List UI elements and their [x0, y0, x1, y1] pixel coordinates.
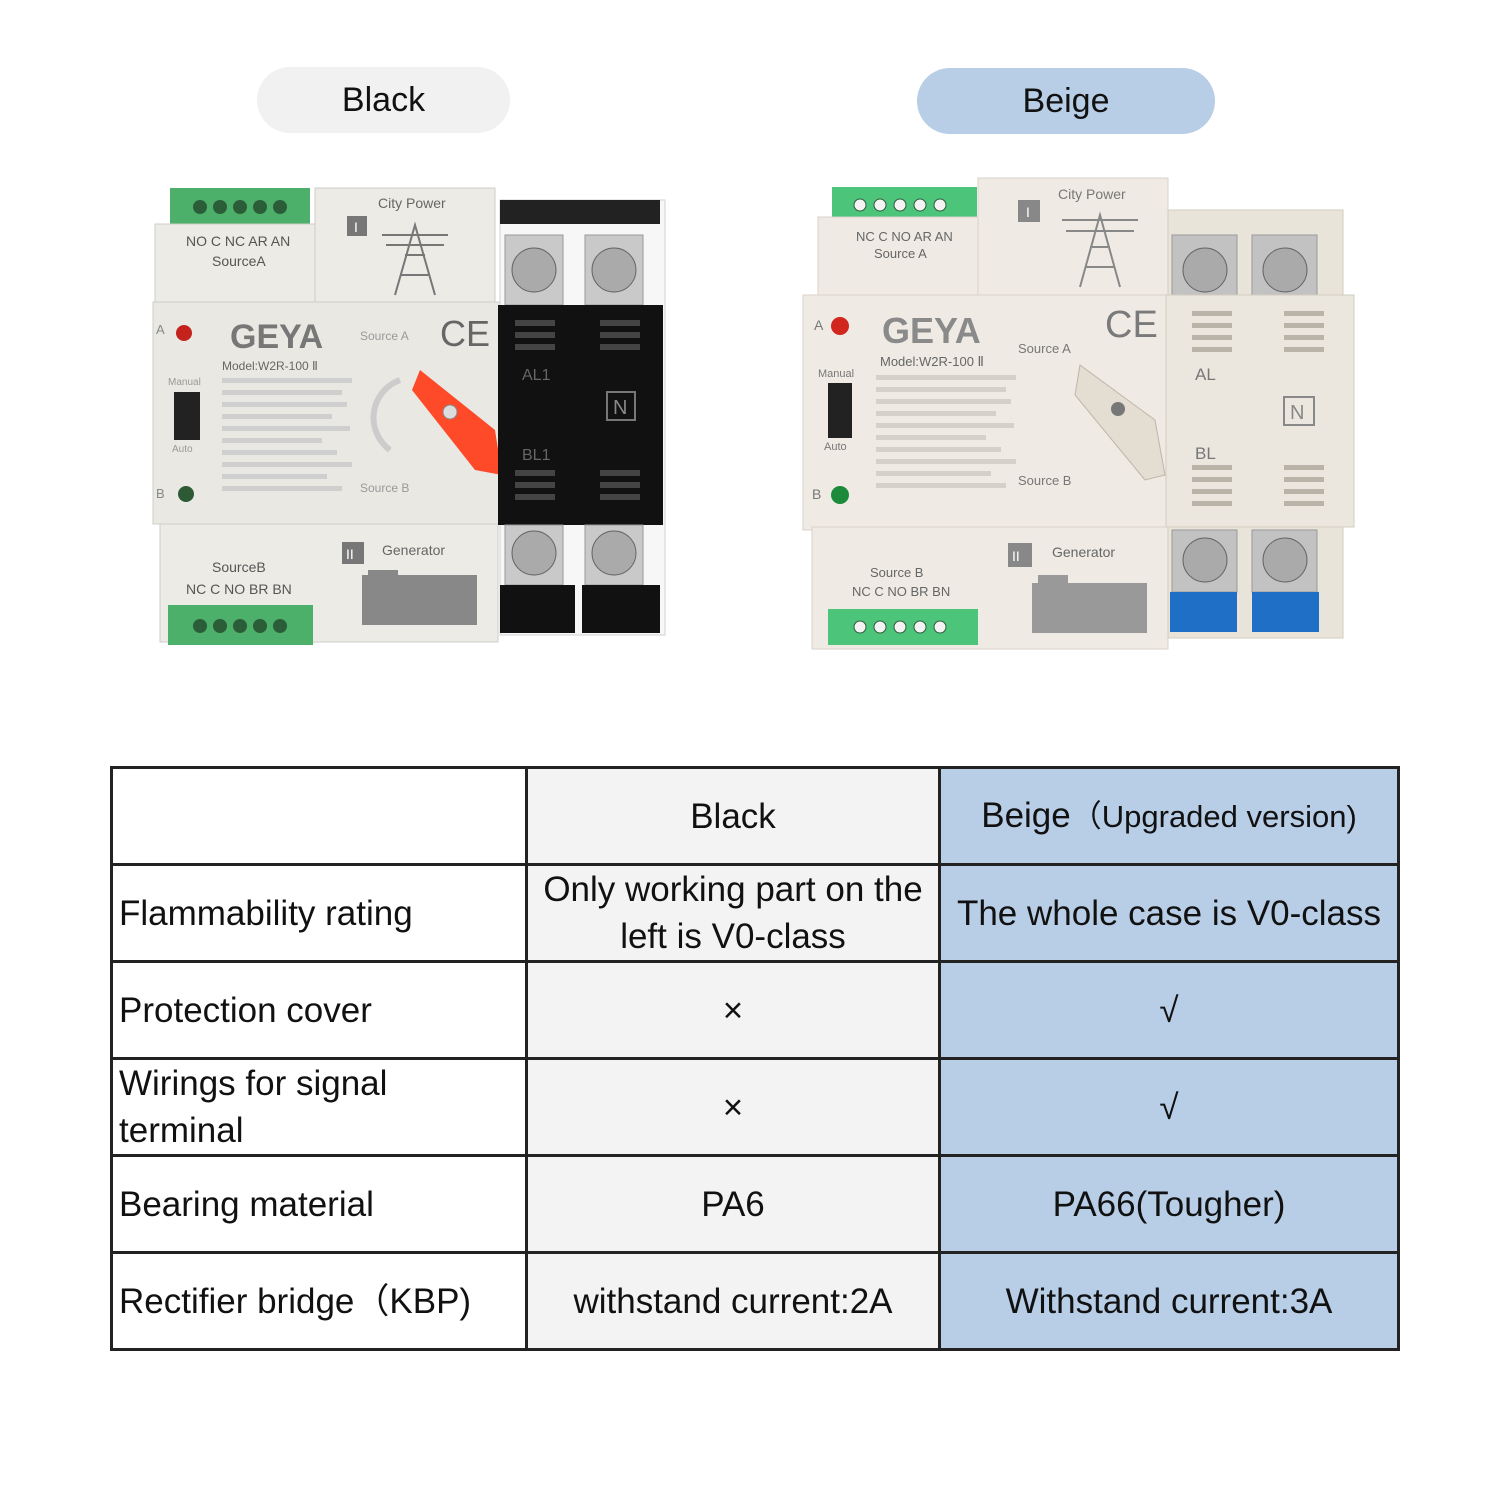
spec-text-block [876, 375, 1016, 488]
table-row: Rectifier bridge（KBP) withstand current:… [110, 1251, 1400, 1351]
row-label: Wirings for signal terminal [110, 1057, 528, 1157]
table-row: Flammability rating Only working part on… [110, 863, 1400, 963]
comparison-table: Black Beige（Upgraded version) Flammabili… [110, 766, 1400, 1351]
svg-text:Manual: Manual [168, 377, 201, 388]
phase-bl-label: BL [1195, 444, 1216, 463]
svg-text:A: A [156, 322, 165, 337]
table-row: Wirings for signal terminal × √ [110, 1057, 1400, 1157]
row-black-value: PA6 [525, 1154, 941, 1254]
switch-black-illustration: NO C NC AR AN SourceA City Power I A GEY… [152, 187, 666, 645]
phase-bl1-label: BL1 [522, 447, 551, 464]
terminal-labels-bottom: NC C NO BR BN [186, 581, 292, 597]
brand-logo: GEYA [882, 310, 981, 351]
row-beige-value: Withstand current:3A [938, 1251, 1400, 1351]
svg-text:II: II [346, 546, 354, 562]
row-black-value: × [525, 1057, 941, 1157]
spec-text-block [222, 378, 352, 491]
svg-text:Source A: Source A [360, 329, 409, 343]
row-beige-value: PA66(Tougher) [938, 1154, 1400, 1254]
source-b-label: Source B [870, 565, 923, 580]
brand-logo: GEYA [230, 318, 323, 356]
table-header-row: Black Beige（Upgraded version) [110, 766, 1400, 866]
model-label: Model:W2R-100 Ⅱ [880, 354, 984, 369]
variant-black-pill[interactable]: Black [257, 67, 510, 133]
generator-icon [362, 570, 477, 625]
neutral-label: N [1290, 402, 1304, 424]
roman-two-badge [342, 542, 364, 564]
roman-one-badge [347, 216, 367, 236]
svg-text:Auto: Auto [824, 441, 847, 453]
protection-cover [1165, 294, 1355, 528]
row-beige-value: √ [938, 960, 1400, 1060]
led-b-green [178, 486, 194, 502]
row-black-value: × [525, 960, 941, 1060]
selector-handle-red[interactable] [412, 370, 502, 475]
led-b-green [831, 486, 849, 504]
phase-al1-label: AL1 [522, 367, 551, 384]
pylon-icon [1062, 211, 1138, 288]
switch-beige-illustration: NC C NO AR AN Source A City Power I A GE… [802, 177, 1355, 650]
svg-text:Source B: Source B [1018, 473, 1071, 488]
svg-text:B: B [156, 486, 165, 501]
source-a-label: SourceA [212, 253, 266, 269]
header-beige: Beige（Upgraded version) [938, 766, 1400, 866]
row-black-value: withstand current:2A [525, 1251, 941, 1351]
row-label: Flammability rating [110, 863, 528, 963]
svg-text:B: B [812, 486, 821, 502]
source-b-label: SourceB [212, 559, 266, 575]
row-label: Bearing material [110, 1154, 528, 1254]
row-label: Rectifier bridge（KBP) [110, 1251, 528, 1351]
model-label: Model:W2R-100 Ⅱ [222, 359, 318, 373]
variant-beige-pill[interactable]: Beige [917, 68, 1215, 134]
manual-auto-switch[interactable] [828, 383, 852, 438]
svg-text:Auto: Auto [172, 444, 193, 455]
generator-label: Generator [1052, 544, 1115, 560]
svg-text:I: I [354, 219, 358, 235]
manual-auto-switch[interactable] [174, 392, 200, 440]
terminal-cover-blue-1 [1170, 592, 1237, 632]
terminal-cover-blue-2 [1252, 592, 1319, 632]
phase-al-label: AL [1195, 365, 1216, 384]
header-empty-cell [110, 766, 528, 866]
table-row: Bearing material PA6 PA66(Tougher) [110, 1154, 1400, 1254]
product-image-black: NO C NC AR AN SourceA City Power I A GEY… [150, 180, 675, 650]
terminal-labels-top: NC C NO AR AN [856, 229, 953, 244]
svg-text:Manual: Manual [818, 368, 854, 380]
ce-mark: CE [1105, 304, 1158, 346]
svg-text:I: I [1026, 204, 1030, 220]
roman-one-badge [1018, 200, 1040, 222]
led-a-red [831, 317, 849, 335]
generator-label: Generator [382, 542, 445, 558]
row-label: Protection cover [110, 960, 528, 1060]
terminal-labels-top: NO C NC AR AN [186, 233, 290, 249]
source-a-label: Source A [874, 246, 927, 261]
row-beige-value: The whole case is V0-class [938, 863, 1400, 963]
city-power-label: City Power [1058, 186, 1126, 202]
svg-text:II: II [1012, 548, 1020, 564]
neutral-label: N [613, 397, 627, 419]
ce-mark: CE [440, 313, 490, 354]
table-row: Protection cover × √ [110, 960, 1400, 1060]
row-beige-value: √ [938, 1057, 1400, 1157]
header-black: Black [525, 766, 941, 866]
selector-handle-beige[interactable] [1074, 364, 1166, 481]
led-a-red [176, 325, 192, 341]
pylon-icon [382, 221, 448, 296]
svg-text:Source B: Source B [360, 481, 409, 495]
generator-icon [1032, 575, 1147, 633]
city-power-label: City Power [378, 195, 446, 211]
product-image-beige: NC C NO AR AN Source A City Power I A GE… [800, 175, 1360, 655]
roman-two-badge [1008, 543, 1032, 567]
svg-text:A: A [814, 317, 824, 333]
terminal-labels-bottom: NC C NO BR BN [852, 584, 950, 599]
row-black-value: Only working part on the left is V0-clas… [525, 863, 941, 963]
svg-text:Source A: Source A [1018, 341, 1071, 356]
